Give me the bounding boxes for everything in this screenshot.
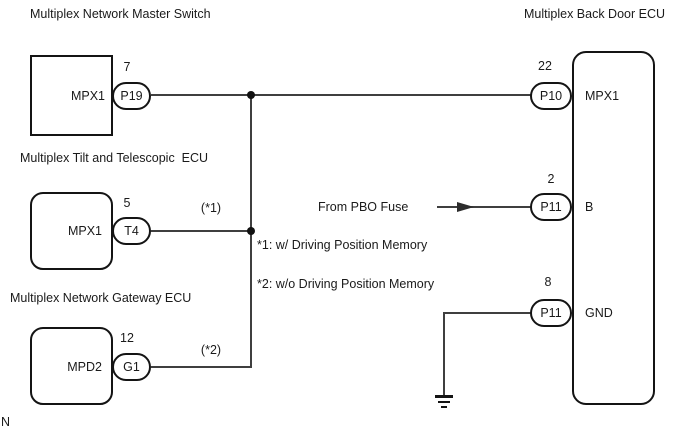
junction-dot-top <box>247 91 255 99</box>
tilt-telescopic-label: MPX1 <box>67 224 102 238</box>
tilt-telescopic-box <box>30 192 113 270</box>
terminal-p19: P19 <box>112 82 151 110</box>
gateway-pin-number: 12 <box>120 331 134 345</box>
master-switch-pin-number: 7 <box>123 60 131 74</box>
ground-icon-bar3 <box>441 406 447 408</box>
back-door-pin-2: 2 <box>547 172 555 186</box>
wire-note-1: (*1) <box>200 201 222 215</box>
back-door-box <box>572 51 655 405</box>
terminal-t4: T4 <box>112 217 151 245</box>
back-door-pin-22: 22 <box>538 59 552 73</box>
title-back-door-ecu: Multiplex Back Door ECU <box>524 7 666 21</box>
terminal-p11-gnd: P11 <box>530 299 572 327</box>
wire-fuse-to-p11 <box>437 206 531 208</box>
title-master-switch: Multiplex Network Master Switch <box>30 7 211 21</box>
wire-ground-drop <box>443 312 445 396</box>
master-switch-label: MPX1 <box>70 89 105 103</box>
back-door-label-mpx1: MPX1 <box>585 89 620 103</box>
note-without-driving-position-memory: *2: w/o Driving Position Memory <box>257 277 435 291</box>
wire-g1-to-bus <box>151 366 252 368</box>
note-driving-position-memory: *1: w/ Driving Position Memory <box>257 238 428 252</box>
terminal-p10: P10 <box>530 82 572 110</box>
wire-note-2: (*2) <box>200 343 222 357</box>
wire-p11-to-ground <box>444 312 531 314</box>
terminal-p11-b: P11 <box>530 193 572 221</box>
fuse-source-label: From PBO Fuse <box>318 200 409 214</box>
tilt-telescopic-pin-number: 5 <box>123 196 131 210</box>
wire-t4-to-bus <box>151 230 251 232</box>
arrow-right-icon <box>457 202 474 212</box>
title-gateway-ecu: Multiplex Network Gateway ECU <box>10 291 192 305</box>
corner-mark: N <box>1 415 11 429</box>
terminal-g1: G1 <box>112 353 151 381</box>
back-door-label-gnd: GND <box>585 306 613 320</box>
wire-p19-to-p10 <box>151 94 531 96</box>
ground-icon <box>435 395 453 398</box>
title-tilt-telescopic-ecu: Multiplex Tilt and Telescopic ECU <box>20 151 209 165</box>
master-switch-box <box>30 55 113 136</box>
junction-dot-middle <box>247 227 255 235</box>
gateway-label: MPD2 <box>67 360 102 374</box>
back-door-pin-8: 8 <box>544 275 552 289</box>
back-door-label-b: B <box>585 200 594 214</box>
ground-icon-bar2 <box>438 401 450 403</box>
